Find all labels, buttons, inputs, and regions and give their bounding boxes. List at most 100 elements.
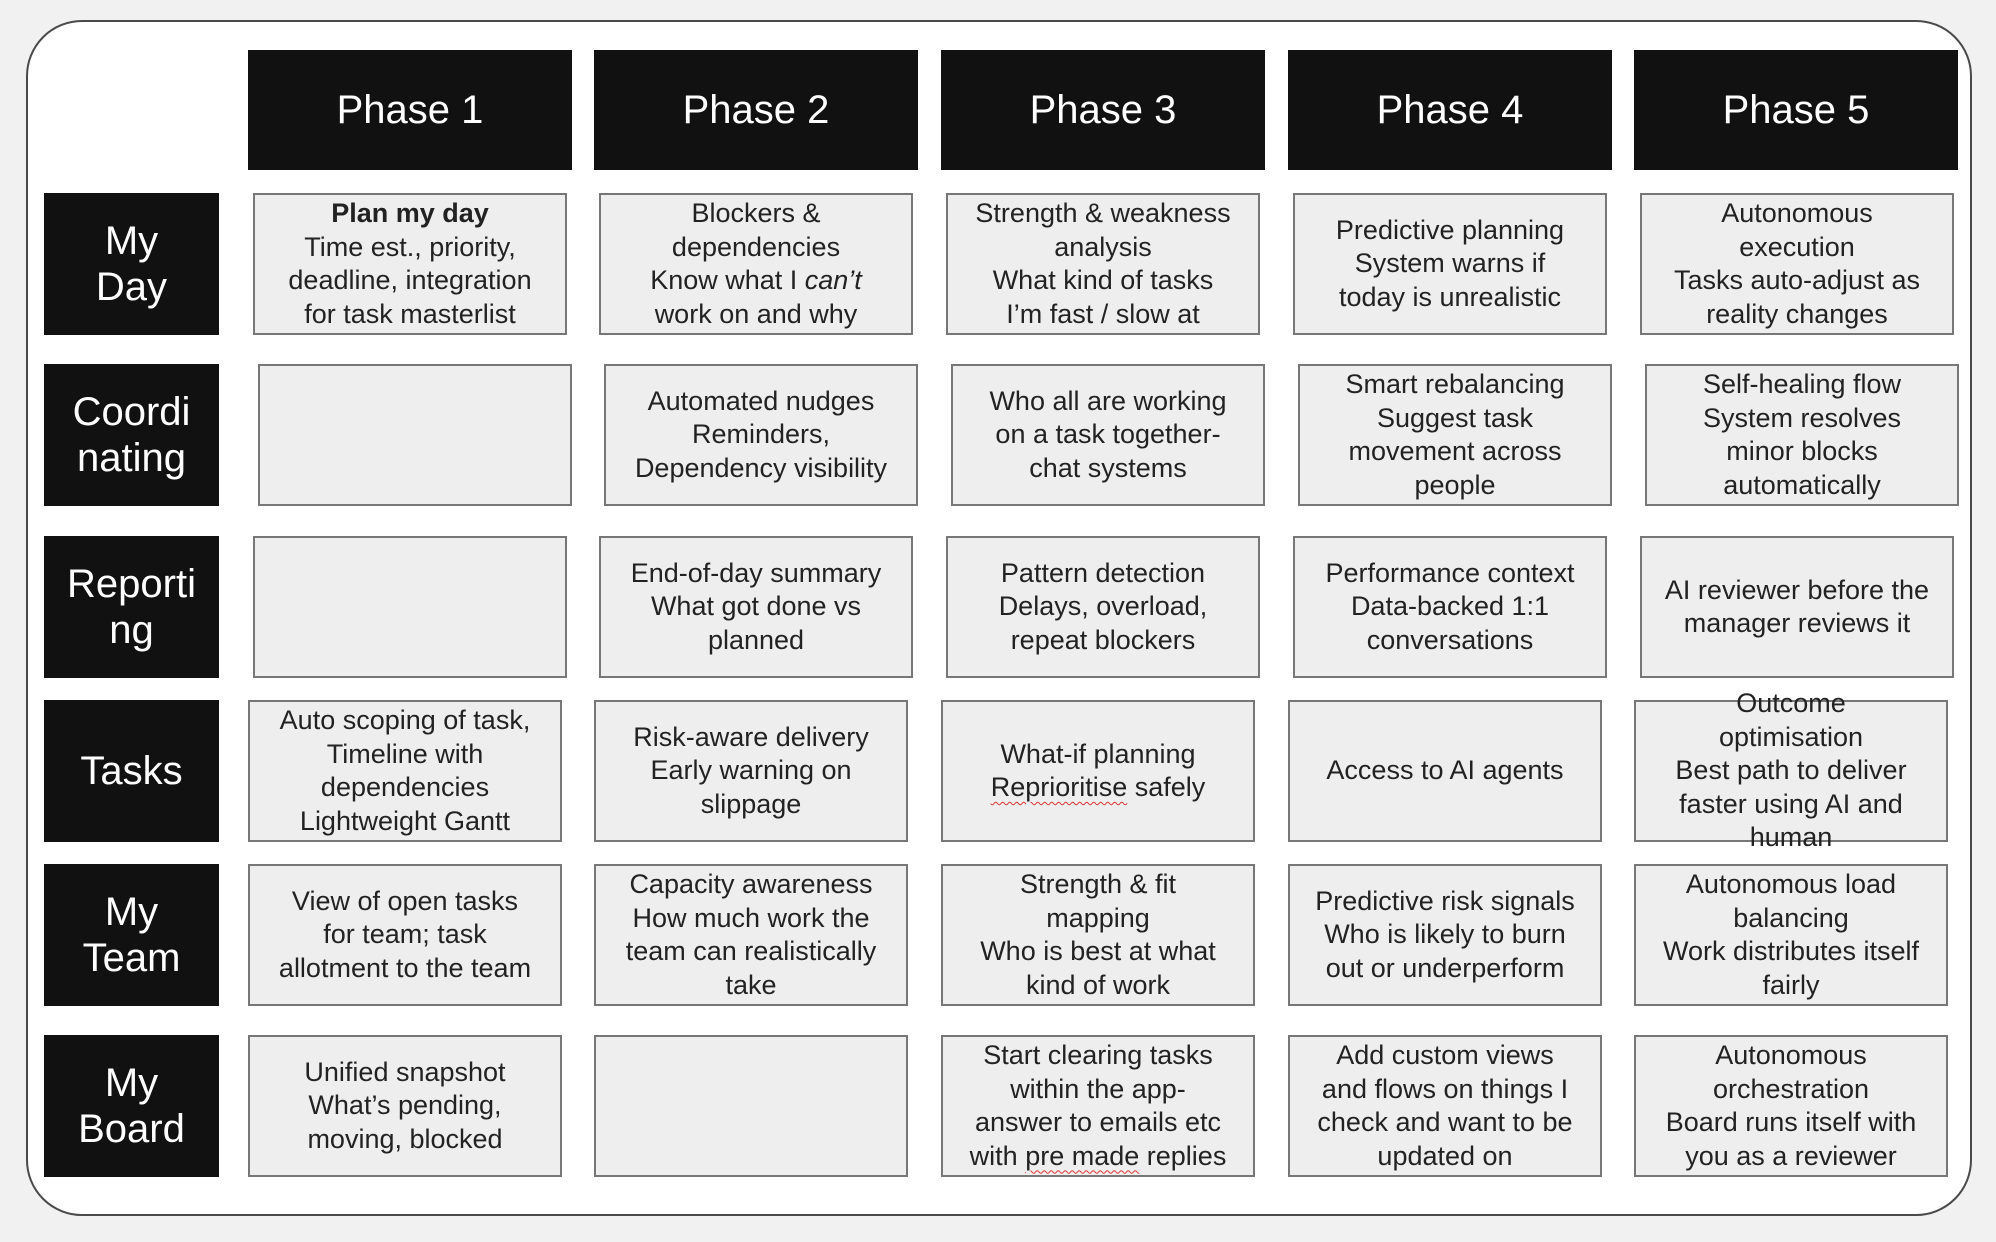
cell-text-line: Work distributes itself (1662, 936, 1920, 966)
cell-text-line: Best path to deliver (1675, 755, 1907, 786)
cell-text-line: Capacity awareness (629, 869, 873, 899)
cell-text-line: Dependency visibility (634, 452, 888, 483)
cell-text-line: for task masterlist (304, 298, 516, 329)
cell-text-line: with pre made replies (969, 1140, 1227, 1171)
emphasis-text: can’t (804, 265, 862, 295)
cell-text-line: Autonomous load (1685, 869, 1897, 899)
cell-text-segment: Know what I (650, 265, 805, 295)
row-label-tasks: Tasks (44, 700, 219, 842)
cell-text-line: manager reviews it (1683, 608, 1911, 638)
row-label-line: Coordi (72, 390, 191, 434)
cell-text-line: repeat blockers (1010, 624, 1196, 655)
cell-text-line: team can realistically (625, 936, 877, 966)
cell-text-line: Reminders, (691, 419, 831, 450)
cell-text-line: out or underperform (1325, 952, 1565, 983)
cell-text-line: take (725, 969, 777, 1000)
cell-text-line: conversations (1366, 624, 1534, 655)
cell-reporting-phase-1 (253, 536, 567, 678)
cell-coordinating-phase-1 (258, 364, 572, 506)
cell-text-line: View of open tasks (291, 885, 519, 916)
row-label-line: Tasks (80, 749, 183, 793)
row-label-line: My (104, 890, 159, 934)
cell-text-line: Start clearing tasks (983, 1040, 1213, 1070)
phase-header-1: Phase 1 (248, 50, 572, 170)
cell-text-line: Reprioritise safely (990, 772, 1206, 802)
cell-text-line: slippage (700, 788, 802, 819)
row-label-line: Team (82, 936, 181, 980)
cell-text-line: Who is best at what (980, 936, 1216, 966)
cell-text-line: deadline, integration (288, 265, 532, 295)
cell-text-line: What got done vs (650, 591, 862, 622)
cell-text-line: System resolves (1702, 402, 1902, 433)
cell-text-line: movement across (1348, 436, 1562, 466)
cell-text-line: Suggest task (1376, 402, 1534, 433)
row-label-line: My (104, 219, 159, 263)
cell-text-line: Timeline with (326, 738, 484, 769)
cell-text-line: Strength & weakness (975, 198, 1231, 228)
cell-text-line: today is unrealistic (1338, 281, 1562, 312)
cell-tasks-phase-4: Access to AI agents (1288, 700, 1602, 842)
cell-text-line: Who all are working (989, 385, 1227, 416)
cell-text-line: Automated nudges (647, 385, 875, 416)
cell-text-line: Access to AI agents (1326, 755, 1564, 786)
cell-text-line: Time est., priority, (304, 231, 516, 262)
cell-text-line: reality changes (1706, 298, 1888, 329)
cell-text-line: chat systems (1029, 452, 1187, 483)
cell-text-line: Performance context (1325, 557, 1575, 588)
cell-text-line: Risk-aware delivery (633, 721, 869, 752)
cell-text-line: dependencies (671, 231, 841, 262)
cell-text-line: answer to emails etc (974, 1107, 1222, 1137)
row-label-line: nating (77, 436, 186, 480)
cell-text-line: Blockers & (691, 198, 821, 228)
cell-text-line: Board runs itself with (1665, 1107, 1917, 1137)
cell-text-line: minor blocks (1726, 436, 1878, 466)
row-label-line: Day (95, 265, 168, 309)
cell-text-line: human (1749, 822, 1833, 853)
cell-text-line: Strength & fit (1019, 869, 1177, 899)
cell-text-line: optimisation (1718, 721, 1864, 752)
cell-text-line: Who is likely to burn (1324, 919, 1566, 950)
cell-text-line: people (1414, 469, 1496, 500)
cell-text-line: faster using AI and (1679, 788, 1903, 819)
cell-text-line: execution (1739, 231, 1855, 262)
cell-text-line: within the app- (1010, 1073, 1186, 1104)
cell-text-line: dependencies (320, 772, 490, 802)
cell-text-line: Early warning on (650, 755, 852, 786)
cell-text-line: Predictive risk signals (1315, 885, 1575, 916)
cell-text-line: How much work the (632, 902, 870, 933)
cell-text-line: Tasks auto-adjust as (1673, 265, 1921, 295)
cell-text-line: you as a reviewer (1685, 1140, 1897, 1171)
cell-text-line: automatically (1723, 469, 1881, 500)
cell-text-line: allotment to the team (278, 952, 532, 983)
cell-text-line: What-if planning (1000, 738, 1196, 769)
cell-text-line: End-of-day summary (630, 557, 882, 588)
row-label-line: Board (78, 1107, 185, 1151)
cell-text-line: mapping (1046, 902, 1150, 933)
cell-text-line: What kind of tasks (992, 265, 1214, 295)
row-label-line: My (104, 1061, 159, 1105)
row-label-line: Reporti (67, 562, 196, 606)
cell-text-line: moving, blocked (307, 1123, 503, 1154)
row-label-line: ng (109, 608, 154, 652)
